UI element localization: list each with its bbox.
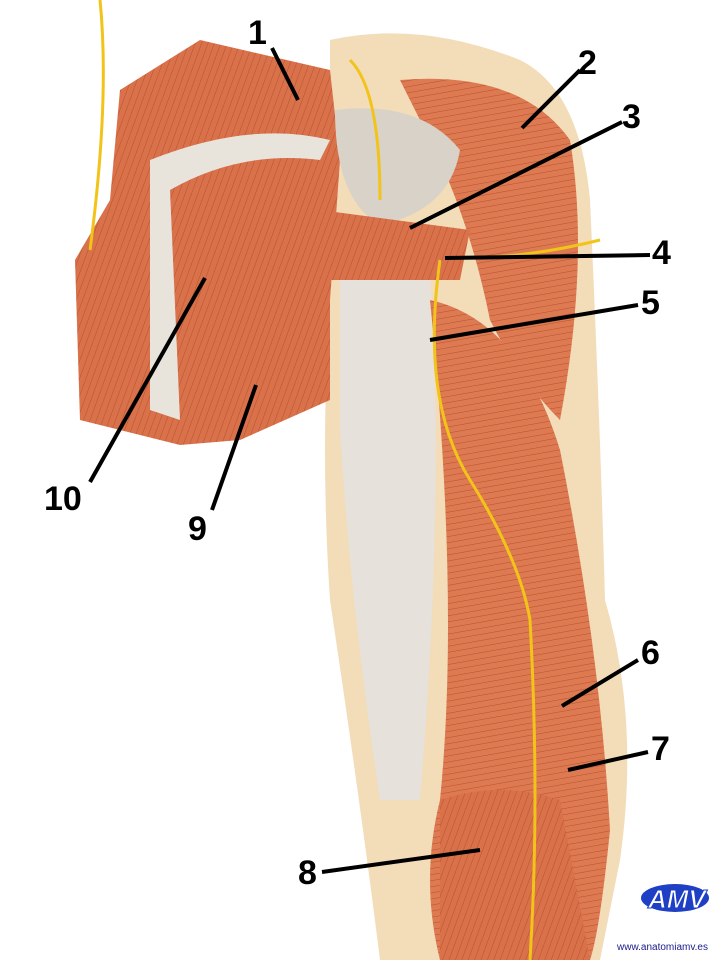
amv-logo: AMV www.anatomiamv.es [616, 884, 709, 953]
label-6: 6 [641, 634, 660, 672]
leader-lines [88, 47, 651, 874]
scapula-spine [150, 133, 330, 421]
anconeus-muscle [440, 790, 590, 960]
teres-major [320, 210, 470, 280]
triceps-long-head [340, 270, 436, 800]
label-10: 10 [44, 480, 82, 518]
logo-text: AMV [647, 884, 708, 914]
label-3: 3 [622, 98, 641, 136]
label-8: 8 [298, 854, 317, 892]
joint-capsule [335, 108, 460, 225]
scapula-muscles [75, 40, 340, 445]
label-4: 4 [652, 234, 671, 272]
label-5: 5 [641, 284, 660, 322]
label-1: 1 [248, 14, 267, 52]
label-2: 2 [578, 44, 597, 82]
logo-url[interactable]: www.anatomiamv.es [616, 942, 708, 953]
label-7: 7 [651, 730, 670, 768]
label-9: 9 [188, 510, 207, 548]
